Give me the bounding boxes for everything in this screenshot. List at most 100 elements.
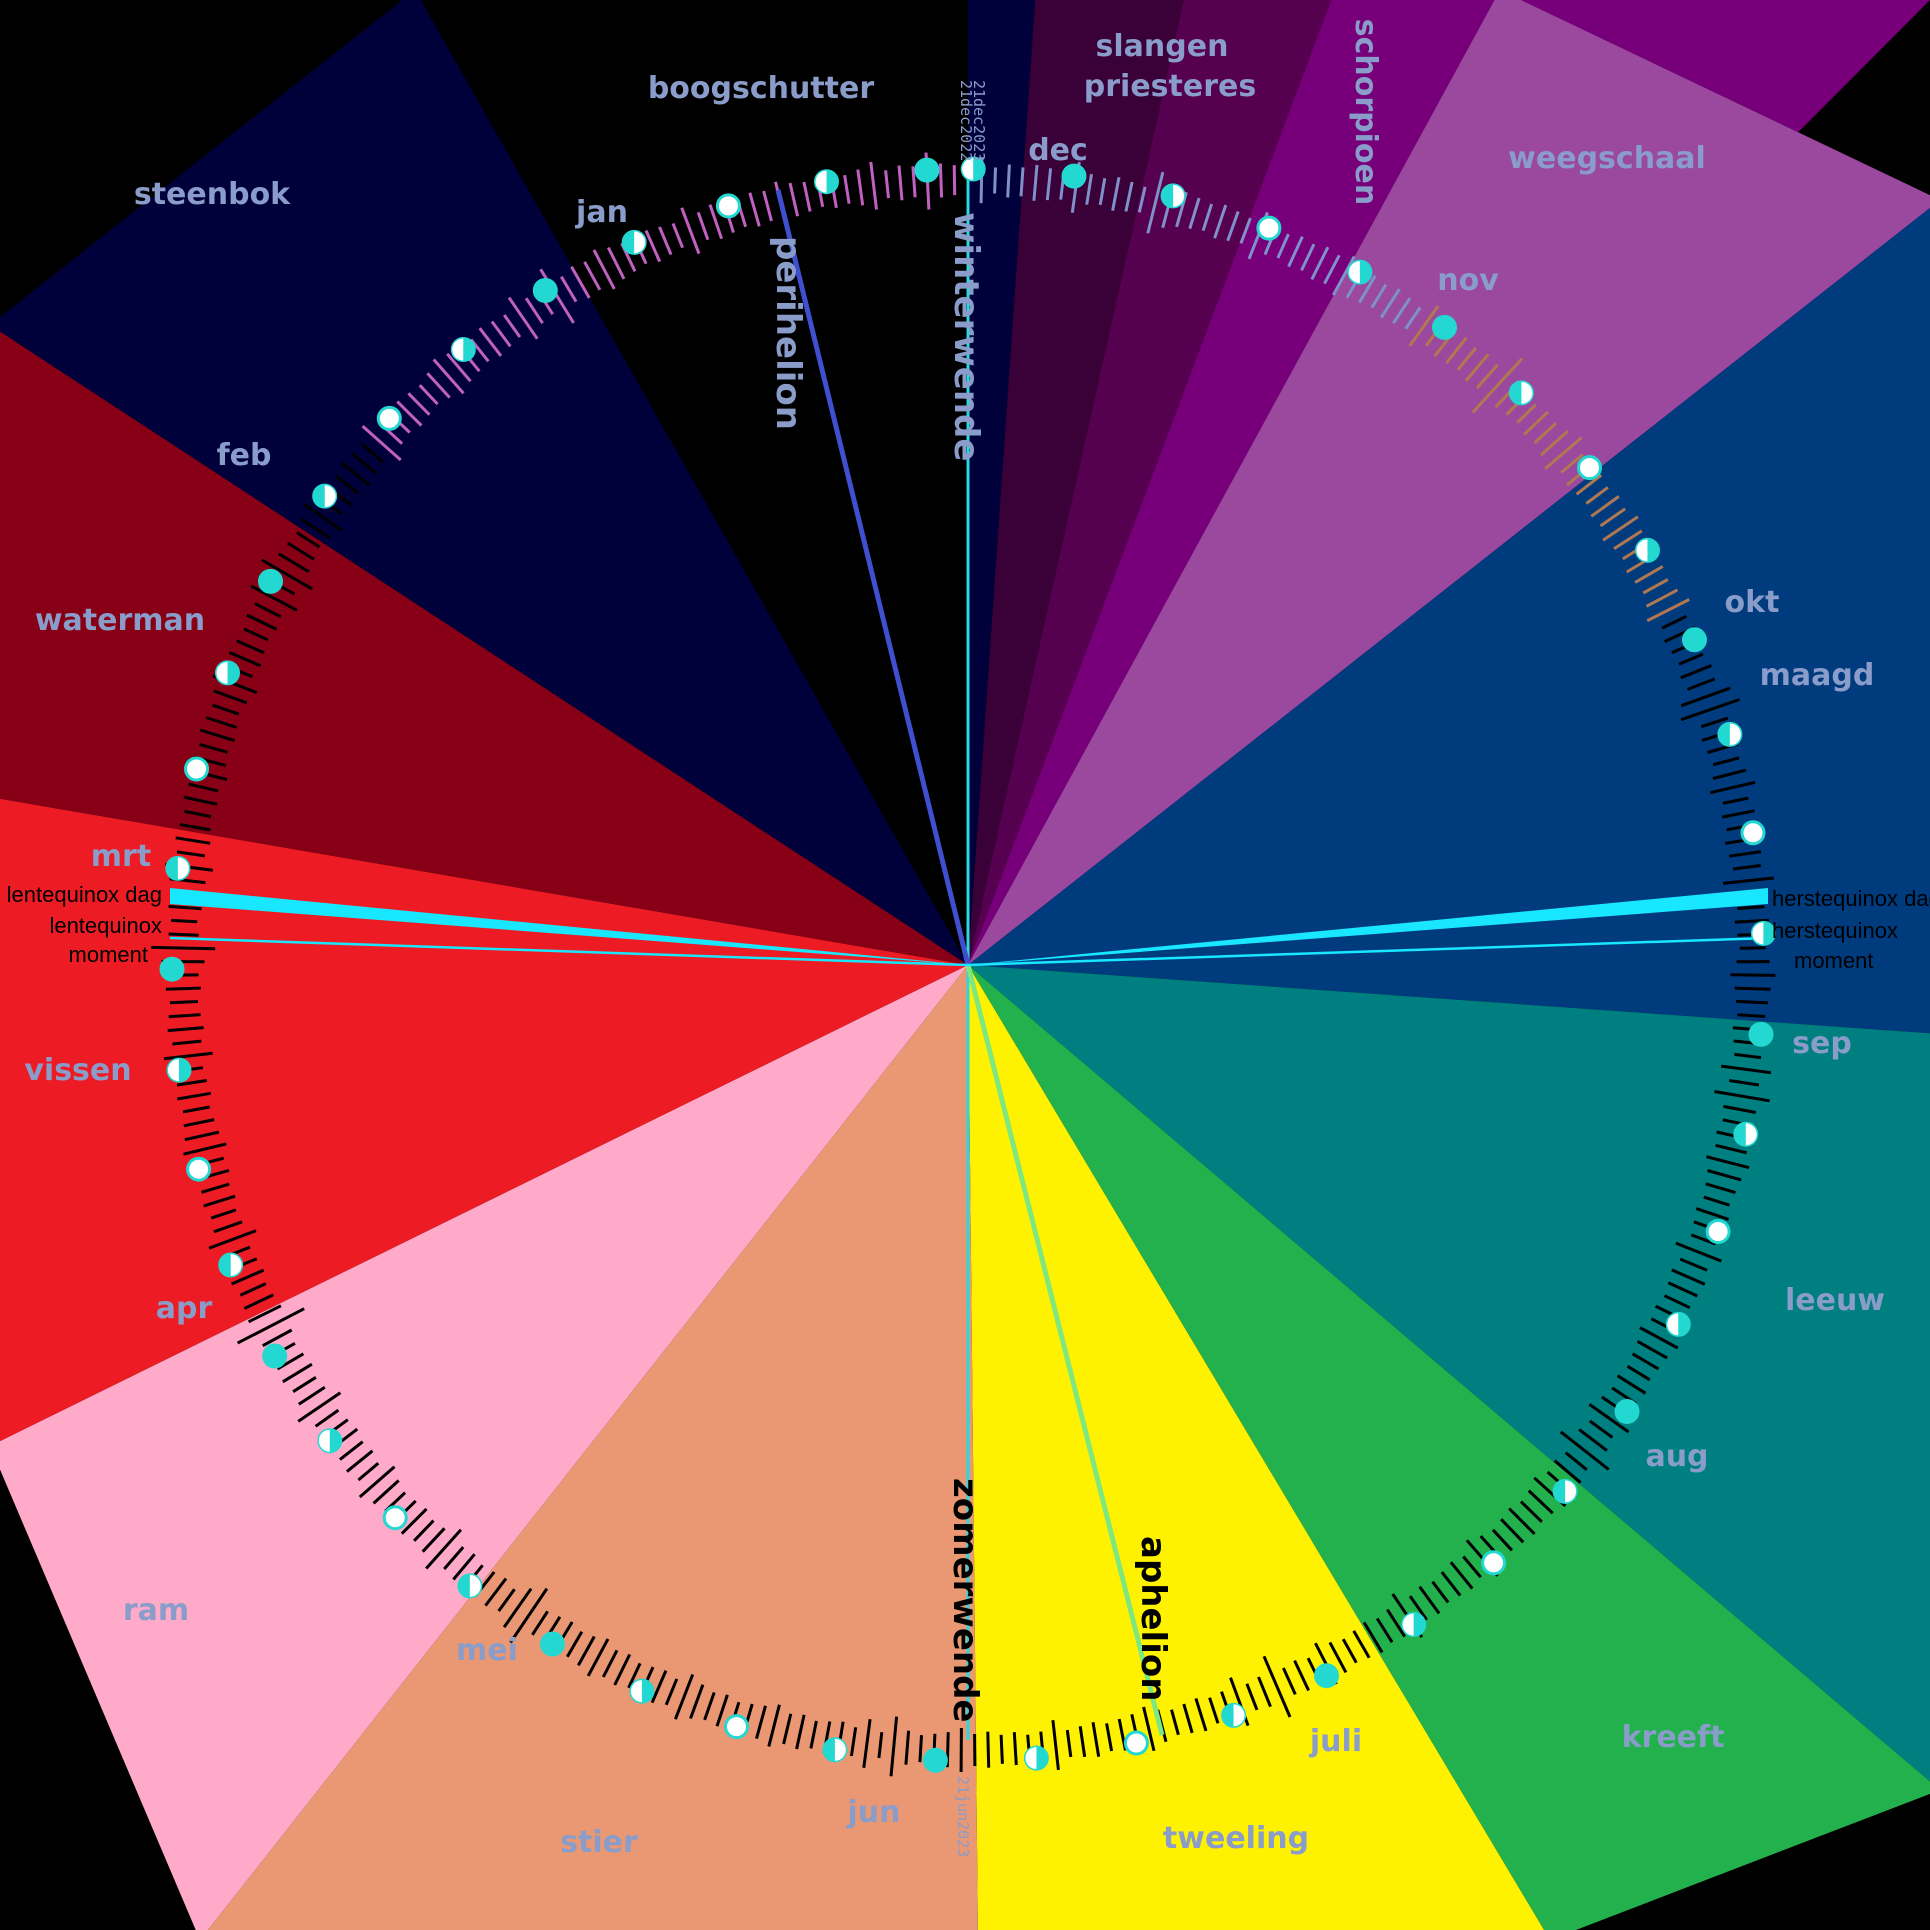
day-tick (1634, 565, 1664, 584)
moon-phase-new-icon (532, 278, 558, 303)
moon-phase-new-icon (258, 568, 283, 594)
day-tick (1105, 1723, 1114, 1752)
day-tick (1310, 246, 1330, 281)
day-tick (1408, 1595, 1428, 1621)
day-tick (1500, 1518, 1525, 1544)
moon-phase-last-icon (312, 483, 338, 509)
day-tick (1508, 1507, 1536, 1536)
spring-equinox-day-label: lentequinox dag (7, 882, 162, 907)
day-tick (297, 1386, 326, 1406)
day-tick (1686, 677, 1716, 691)
day-tick (357, 1462, 380, 1482)
moon-phase-new-icon (914, 157, 940, 183)
moon-phase-first-icon (1347, 259, 1373, 285)
day-tick (1661, 614, 1688, 630)
day-tick (1560, 453, 1584, 474)
moon-phase-last-icon (1160, 183, 1186, 209)
day-tick (188, 782, 219, 793)
day-ticks (151, 152, 1776, 1777)
day-tick (1431, 1580, 1450, 1604)
summer-solstice-label: zomerwende (945, 1478, 985, 1722)
day-tick (1715, 1143, 1748, 1155)
day-tick (1626, 1364, 1651, 1382)
day-tick (168, 904, 202, 911)
moon-phase-full-icon (1705, 1219, 1731, 1244)
day-tick (432, 358, 465, 395)
zodiac-sector-boogschutter (968, 0, 1036, 965)
day-tick (671, 222, 684, 249)
zodiac-label-weegschaal: weegschaal (1508, 141, 1706, 176)
day-tick (627, 1662, 642, 1689)
day-tick (1370, 283, 1388, 309)
day-tick (1519, 1500, 1543, 1523)
day-tick (1257, 1676, 1272, 1708)
day-tick (1544, 436, 1583, 471)
autumn-equinox-moment-line (967, 936, 1769, 967)
day-tick (243, 627, 269, 642)
day-tick (228, 651, 262, 668)
day-tick (350, 452, 378, 475)
zodiac-label-kreeft: kreeft (1622, 1720, 1725, 1755)
moon-phase-last-icon (1221, 1702, 1247, 1728)
day-tick (1722, 876, 1774, 885)
day-tick (1663, 1294, 1691, 1310)
day-tick (1700, 716, 1729, 729)
day-tick (1418, 1585, 1441, 1615)
day-tick (1671, 1268, 1706, 1286)
day-tick (1734, 918, 1769, 924)
moon-phase-new-icon (1682, 627, 1707, 653)
day-tick (1723, 1104, 1757, 1114)
zodiac-sector-kreeft (968, 965, 1930, 1782)
moon-phase-last-icon (1508, 380, 1534, 406)
day-tick (1362, 1621, 1384, 1654)
month-label-jan: jan (575, 195, 628, 230)
moon-phase-last-icon (457, 1573, 483, 1599)
moon-phase-new-icon (540, 1631, 565, 1657)
day-tick (843, 174, 851, 204)
zodiac-sector-leeuw (968, 207, 1930, 1034)
day-tick (400, 1507, 428, 1535)
day-tick (1705, 1182, 1736, 1195)
month-label-jun: jun (847, 1795, 901, 1830)
moon-phase-full-icon (1256, 215, 1282, 241)
day-tick (372, 1479, 400, 1505)
zodiac-sector-ram (207, 965, 978, 1930)
day-tick (1729, 850, 1762, 858)
day-tick (426, 372, 451, 399)
day-tick (703, 1692, 716, 1721)
moon-phase-first-icon (1635, 537, 1660, 563)
day-tick (1358, 275, 1377, 304)
day-tick (205, 716, 238, 729)
day-tick (250, 584, 298, 612)
day-tick (1678, 652, 1704, 666)
day-tick (300, 517, 331, 540)
day-tick (1646, 598, 1690, 623)
day-tick (292, 1376, 317, 1393)
day-tick (1616, 1374, 1647, 1395)
zodiac-label-boogschutter: boogschutter (648, 71, 875, 106)
day-tick (295, 531, 321, 549)
day-tick (1721, 809, 1755, 819)
month-label-mrt: mrt (91, 839, 151, 874)
day-tick (1491, 1528, 1514, 1552)
day-tick (345, 1449, 374, 1473)
day-tick (175, 836, 211, 845)
day-tick (1680, 664, 1712, 680)
date-label-21dec2022: 21dec2022 (957, 80, 975, 161)
zodiac-label-slangen: slangen (1096, 29, 1229, 64)
day-tick (1065, 1729, 1073, 1758)
day-tick (1111, 177, 1121, 211)
day-tick (201, 1182, 230, 1194)
day-tick (231, 1268, 265, 1286)
day-tick (897, 165, 904, 201)
day-tick (1564, 1451, 1588, 1471)
day-tick (261, 558, 313, 591)
moon-phase-full-icon (1123, 1730, 1149, 1756)
day-tick (993, 167, 997, 194)
moon-phase-first-icon (814, 169, 839, 195)
day-tick (179, 823, 211, 832)
day-tick (862, 1719, 872, 1768)
day-tick (297, 1391, 342, 1423)
day-tick (169, 1000, 198, 1005)
moon-phase-first-icon (450, 337, 476, 362)
